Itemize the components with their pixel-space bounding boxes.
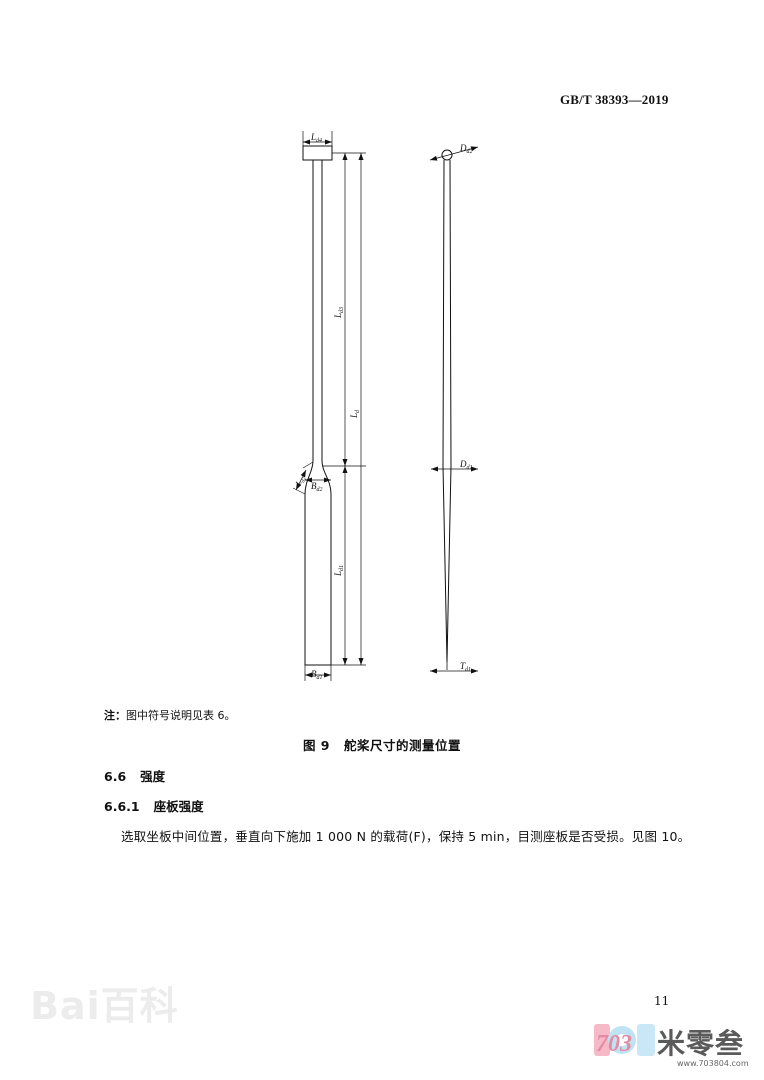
figure-note: 注：图中符号说明见表 6。 — [104, 707, 236, 723]
paddle-shaft-blade-outline — [304, 160, 332, 666]
label-Ld3: Ld3 — [333, 307, 345, 319]
paddle-grip — [302, 145, 333, 161]
paddle-side-profile — [442, 159, 452, 663]
label-Ld2: Ld2 — [293, 474, 308, 489]
figure-caption-title: 舵桨尺寸的测量位置 — [344, 738, 462, 753]
figure-caption: 图 9 舵桨尺寸的测量位置 — [0, 735, 764, 754]
label-Td1: Td1 — [460, 661, 471, 673]
section-number: 6.6.1 — [104, 799, 140, 814]
label-Dd1: Dd1 — [459, 459, 473, 471]
703-logo-icon: 703 — [594, 1024, 655, 1057]
label-Ld: Ld — [349, 409, 361, 419]
section-title: 强度 — [140, 769, 166, 784]
label-Dd2: Dd2 — [459, 143, 473, 155]
label-Ld1: Ld1 — [333, 565, 345, 577]
paddle-dimension-figure: Ld4 Ld3 Ld Ld1 Bd2 Bd1 Ld2 Dd2 Dd1 Td1 — [292, 131, 479, 681]
page-number: 11 — [654, 994, 670, 1008]
svg-text:703: 703 — [596, 1031, 632, 1057]
paddle-side-view — [429, 146, 479, 674]
baidu-watermark: Bai百科 — [30, 984, 179, 1028]
site-watermark-logo: 703 米零叁 www.703804.com — [593, 1020, 763, 1080]
label-Bd2: Bd2 — [311, 481, 323, 493]
section-number: 6.6 — [104, 769, 127, 784]
section-heading-6-6-1: 6.6.1 座板强度 — [104, 796, 204, 815]
note-text: 图中符号说明见表 6。 — [126, 709, 236, 722]
paddle-front-view — [292, 131, 366, 681]
section-heading-6-6: 6.6 强度 — [104, 766, 165, 785]
standard-code-header: GB/T 38393—2019 — [560, 92, 669, 107]
watermark-brand: 米零叁 — [657, 1027, 745, 1060]
body-paragraph: 选取坐板中间位置，垂直向下施加 1 000 N 的载荷(F)，保持 5 min，… — [121, 829, 691, 844]
note-label: 注： — [104, 709, 126, 722]
label-Bd1: Bd1 — [311, 669, 323, 681]
section-title: 座板强度 — [153, 799, 204, 814]
paddle-grip-end — [441, 149, 453, 161]
label-Ld4: Ld4 — [310, 132, 322, 144]
watermark-url: www.703804.com — [677, 1059, 749, 1068]
figure-caption-number: 图 9 — [302, 738, 331, 753]
